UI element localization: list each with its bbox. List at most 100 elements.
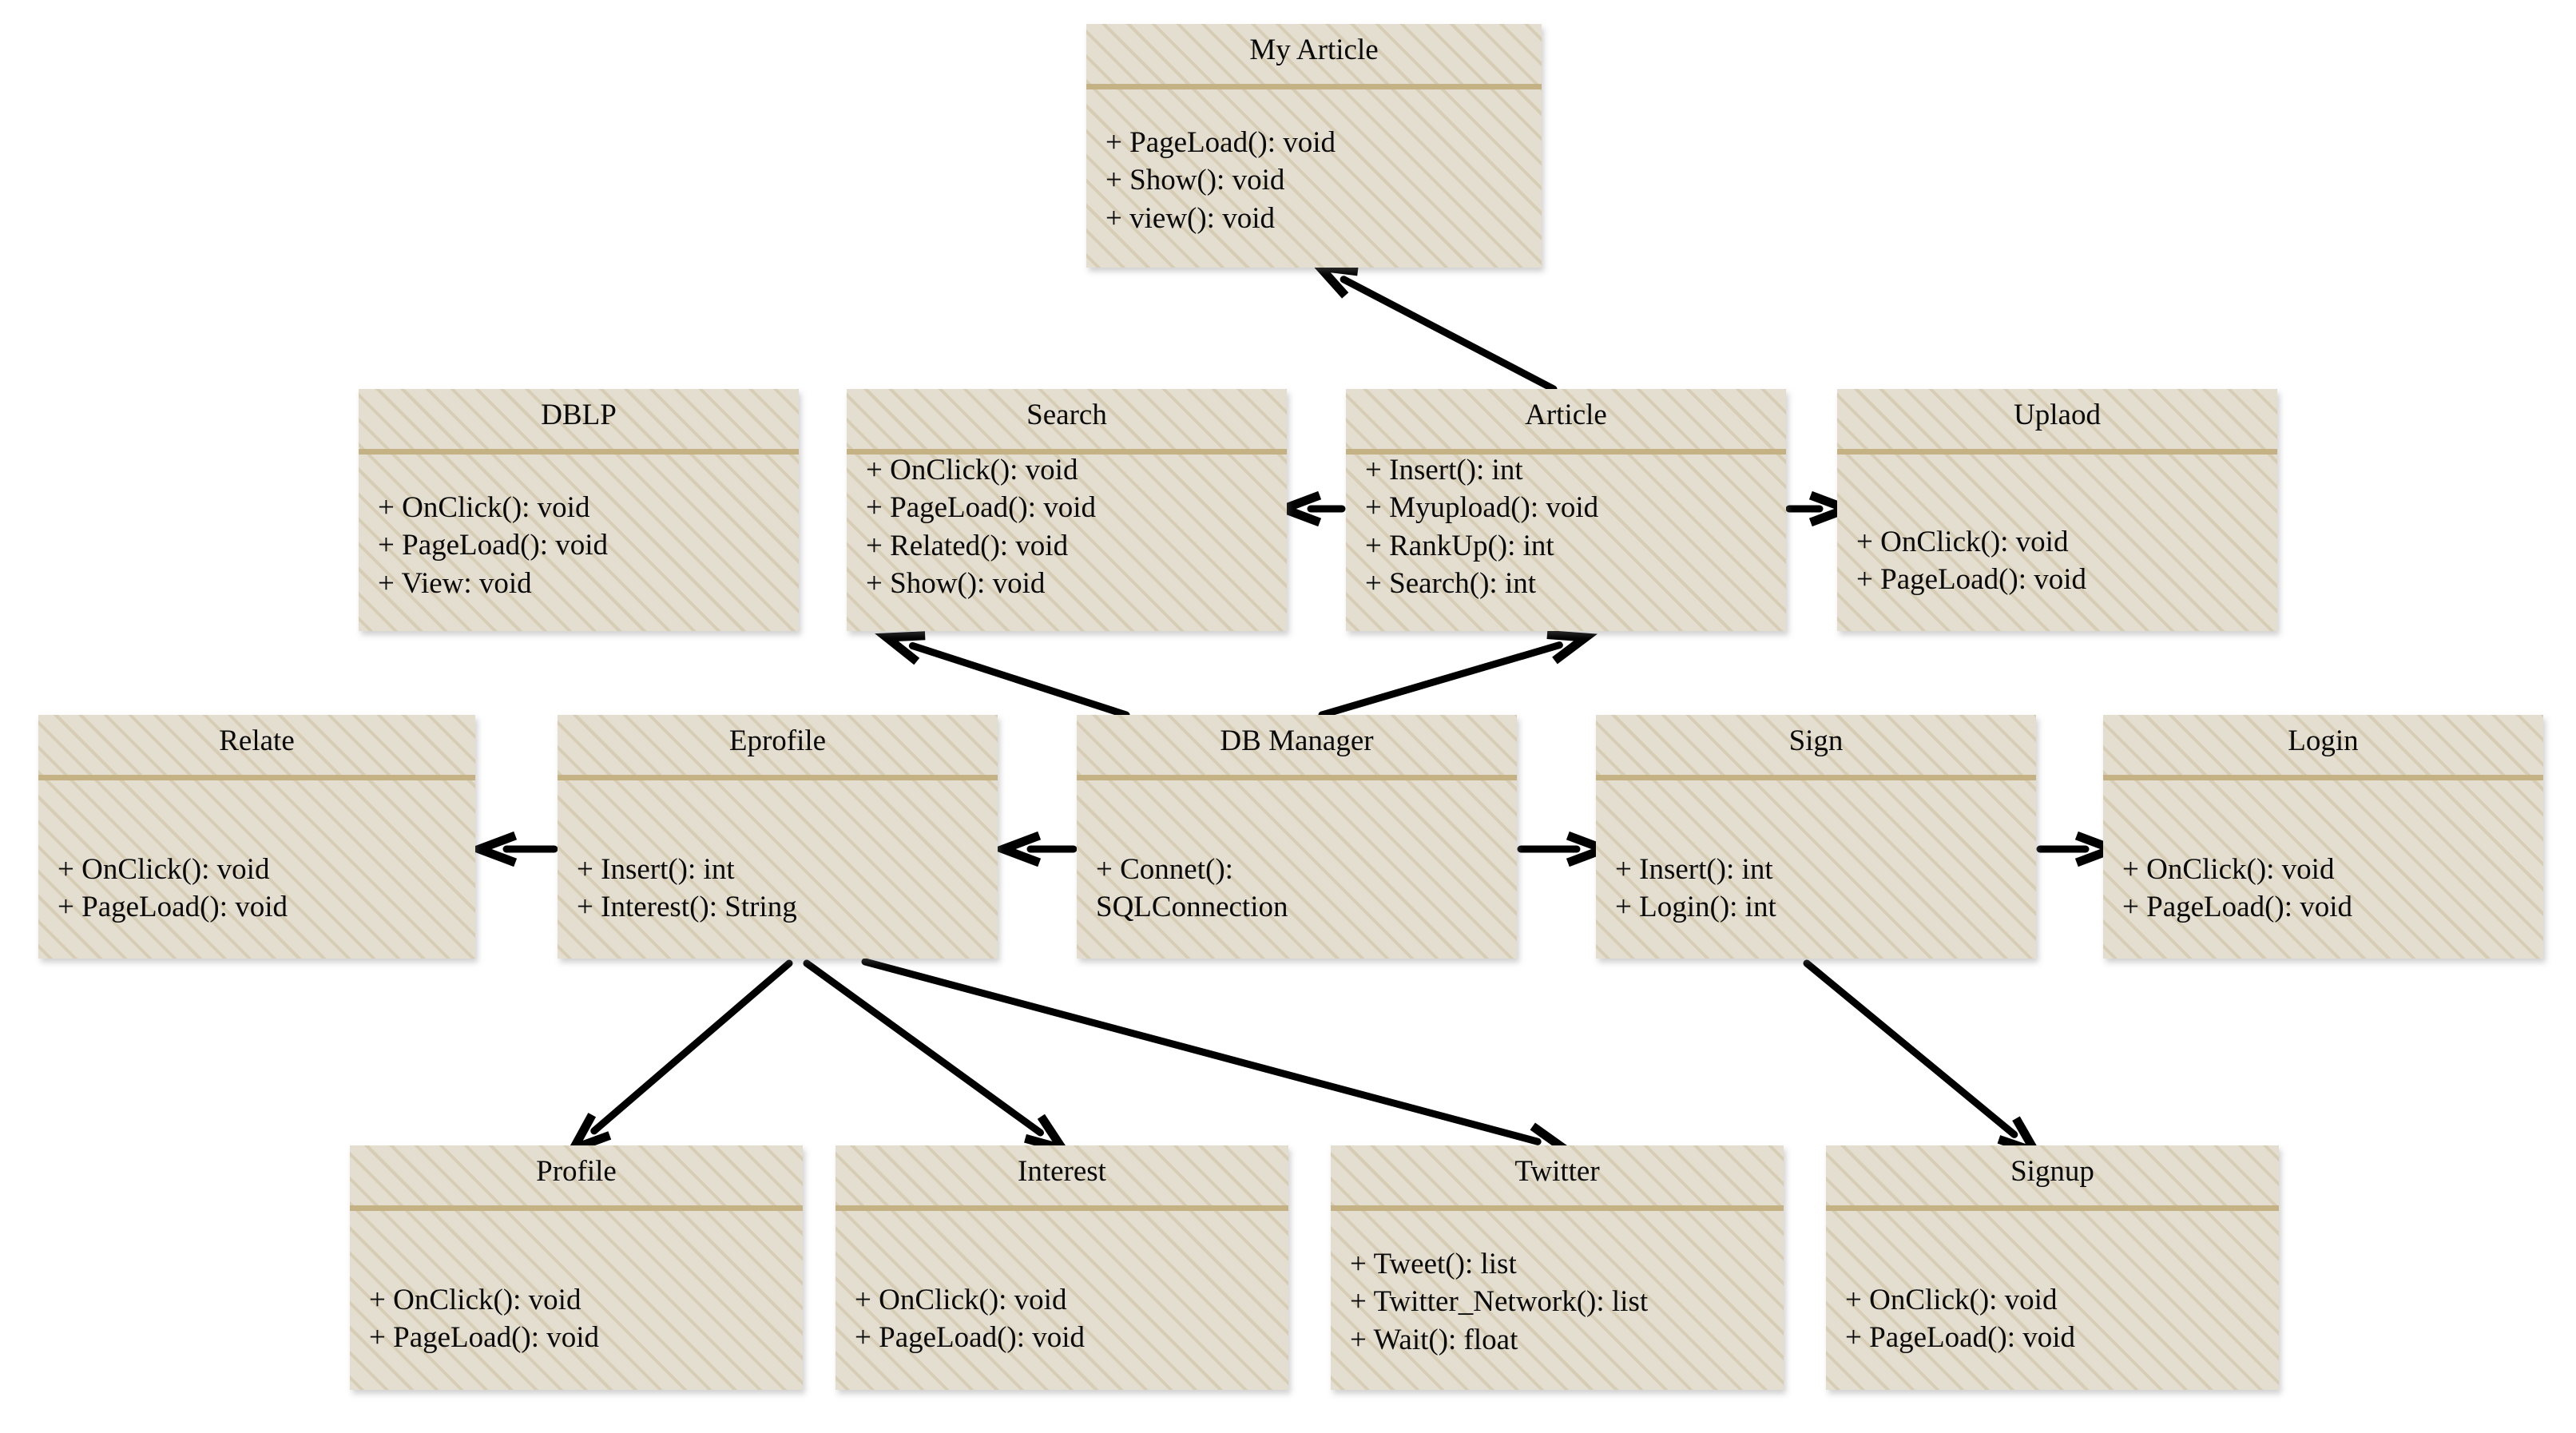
class-name-sign: Sign bbox=[1788, 724, 1844, 757]
method-item: + Show(): void bbox=[1105, 164, 1285, 197]
class-methods-interest: + OnClick(): void + PageLoad(): void bbox=[855, 1281, 1280, 1357]
relationship-arrow-sign-to-signup bbox=[1803, 959, 2046, 1160]
relationship-arrow-sign-to-login bbox=[2036, 831, 2125, 867]
class-box-eprofile[interactable]: Eprofile + Insert(): int+ Interest(): Str… bbox=[558, 715, 998, 959]
class-methods-article: + Insert(): int + Myupload(): void + RankU… bbox=[1365, 451, 1778, 602]
method-item: + OnClick(): void bbox=[855, 1284, 1067, 1316]
class-name-uplaod: Uplaod bbox=[2014, 399, 2101, 431]
class-name-dblp: DBLP bbox=[541, 399, 617, 431]
method-item: + Connet(): bbox=[1096, 853, 1233, 886]
class-name-search: Search bbox=[1026, 399, 1107, 431]
method-item: + Search(): int bbox=[1365, 567, 1537, 601]
class-name-my-article: My Article bbox=[1249, 34, 1379, 66]
method-item: + PageLoad(): void bbox=[2122, 891, 2353, 924]
class-methods-uplaod: + OnClick(): void + PageLoad(): void bbox=[1856, 523, 2269, 599]
method-item: + View: void bbox=[378, 566, 532, 600]
method-item: + PageLoad(): void bbox=[369, 1321, 600, 1355]
class-divider-uplaod bbox=[1837, 449, 2277, 455]
class-name-twitter: Twitter bbox=[1514, 1155, 1600, 1188]
class-box-relate[interactable]: Relate + OnClick(): void + PageLoad(): voi… bbox=[38, 715, 475, 959]
relationship-arrow-article-to-search bbox=[1271, 490, 1346, 527]
class-box-sign[interactable]: Sign + Insert(): int + Login(): int bbox=[1596, 715, 2036, 959]
class-box-search[interactable]: Search + OnClick(): void + PageLoad(): voi… bbox=[847, 389, 1287, 631]
class-methods-twitter: + Tweet(): list+ Twitter_Network(): list… bbox=[1350, 1245, 1776, 1359]
method-item: + PageLoad(): void bbox=[378, 529, 609, 562]
method-item: + Myupload(): void bbox=[1365, 491, 1599, 525]
class-name-login: Login bbox=[2288, 724, 2359, 757]
method-item: + Tweet(): list bbox=[1350, 1248, 1517, 1280]
class-box-article[interactable]: Article+ Insert(): int + Myupload(): void… bbox=[1346, 389, 1786, 631]
class-divider-signup bbox=[1826, 1205, 2279, 1211]
class-methods-relate: + OnClick(): void + PageLoad(): void bbox=[58, 851, 467, 927]
method-item: + OnClick(): void bbox=[378, 491, 590, 524]
class-methods-sign: + Insert(): int + Login(): int bbox=[1615, 851, 2028, 927]
method-item: + OnClick(): void bbox=[866, 454, 1078, 486]
class-divider-sign bbox=[1596, 775, 2036, 780]
class-divider-profile bbox=[350, 1205, 803, 1211]
relationship-arrow-db-manager-to-eprofile bbox=[990, 831, 1078, 867]
class-divider-interest bbox=[836, 1205, 1288, 1211]
method-item: + PageLoad(): void bbox=[1856, 563, 2087, 597]
method-item: + Insert(): int bbox=[1365, 454, 1523, 486]
method-item: + PageLoad(): void bbox=[866, 491, 1097, 525]
class-box-db-manager[interactable]: DB Manager + Connet(): SQLConnection bbox=[1077, 715, 1517, 959]
class-divider-relate bbox=[38, 775, 475, 780]
method-item: + OnClick(): void bbox=[58, 853, 270, 886]
class-box-uplaod[interactable]: Uplaod + OnClick(): void + PageLoad(): voi… bbox=[1837, 389, 2277, 631]
class-name-interest: Interest bbox=[1018, 1155, 1106, 1188]
method-item: + PageLoad(): void bbox=[58, 891, 288, 924]
class-name-relate: Relate bbox=[219, 724, 295, 757]
class-box-my-article[interactable]: My Article + PageLoad(): void + Show(): vo… bbox=[1086, 24, 1542, 268]
class-box-interest[interactable]: Interest + OnClick(): void + PageLoad(): v… bbox=[836, 1145, 1288, 1390]
method-item: + OnClick(): void bbox=[1845, 1284, 2058, 1316]
class-divider-my-article bbox=[1086, 84, 1542, 89]
class-box-profile[interactable]: Profile+ OnClick(): void+ PageLoad(): vo… bbox=[350, 1145, 803, 1390]
method-item: + Insert(): int bbox=[1615, 853, 1773, 886]
relationship-arrow-eprofile-to-relate bbox=[466, 831, 558, 867]
method-item: + OnClick(): void bbox=[1856, 526, 2069, 558]
relationship-arrow-eprofile-to-twitter bbox=[861, 958, 1577, 1157]
class-methods-dblp: + OnClick(): void + PageLoad(): void + Vie… bbox=[378, 489, 791, 602]
relationship-arrow-db-manager-to-article bbox=[1318, 630, 1598, 719]
class-methods-db-manager: + Connet(): SQLConnection bbox=[1096, 851, 1509, 927]
method-item: + PageLoad(): void bbox=[855, 1321, 1086, 1355]
class-box-twitter[interactable]: Twitter + Tweet(): list+ Twitter_Network(… bbox=[1331, 1145, 1784, 1390]
method-item: + OnClick(): void bbox=[2122, 853, 2335, 886]
class-box-dblp[interactable]: DBLP+ OnClick(): void+ PageLoad(): void+… bbox=[359, 389, 799, 631]
class-divider-dblp bbox=[359, 449, 799, 455]
class-divider-db-manager bbox=[1077, 775, 1517, 780]
class-divider-eprofile bbox=[558, 775, 998, 780]
method-item: + Related(): void bbox=[866, 529, 1069, 562]
class-name-signup: Signup bbox=[2010, 1155, 2094, 1188]
relationship-arrow-db-manager-to-dblp bbox=[875, 631, 1130, 719]
method-item: + PageLoad(): void bbox=[1845, 1321, 2076, 1355]
relationship-arrow-article-to-my-article bbox=[1308, 260, 1558, 393]
class-name-article: Article bbox=[1525, 399, 1607, 431]
method-item: SQLConnection bbox=[1096, 891, 1288, 924]
class-divider-search bbox=[847, 449, 1287, 455]
class-name-db-manager: DB Manager bbox=[1220, 724, 1374, 757]
class-methods-search: + OnClick(): void + PageLoad(): void + Rel… bbox=[866, 451, 1279, 602]
class-methods-my-article: + PageLoad(): void + Show(): void + view()… bbox=[1105, 124, 1534, 237]
class-box-signup[interactable]: Signup + OnClick(): void + PageLoad(): voi… bbox=[1826, 1145, 2279, 1390]
class-divider-login bbox=[2103, 775, 2543, 780]
method-item: + Insert(): int bbox=[577, 853, 735, 886]
method-item: + view(): void bbox=[1105, 201, 1275, 235]
relationship-arrow-db-manager-to-sign bbox=[1517, 831, 1617, 867]
class-box-login[interactable]: Login + OnClick(): void + PageLoad(): void bbox=[2103, 715, 2543, 959]
method-item: + Wait(): float bbox=[1350, 1323, 1518, 1356]
class-methods-profile: + OnClick(): void + PageLoad(): void bbox=[369, 1281, 795, 1357]
method-item: + RankUp(): int bbox=[1365, 529, 1554, 562]
relationship-arrow-eprofile-to-profile bbox=[564, 959, 793, 1157]
method-item: + Show(): void bbox=[866, 567, 1046, 601]
method-item: + Login(): int bbox=[1615, 891, 1776, 924]
method-item: + PageLoad(): void bbox=[1105, 126, 1336, 159]
class-methods-signup: + OnClick(): void + PageLoad(): void bbox=[1845, 1281, 2271, 1357]
class-divider-article bbox=[1346, 449, 1786, 455]
class-divider-twitter bbox=[1331, 1205, 1784, 1211]
class-methods-eprofile: + Insert(): int+ Interest(): String bbox=[577, 851, 990, 927]
method-item: + OnClick(): void bbox=[369, 1284, 581, 1316]
class-methods-login: + OnClick(): void + PageLoad(): void bbox=[2122, 851, 2535, 927]
class-name-eprofile: Eprofile bbox=[728, 724, 827, 757]
